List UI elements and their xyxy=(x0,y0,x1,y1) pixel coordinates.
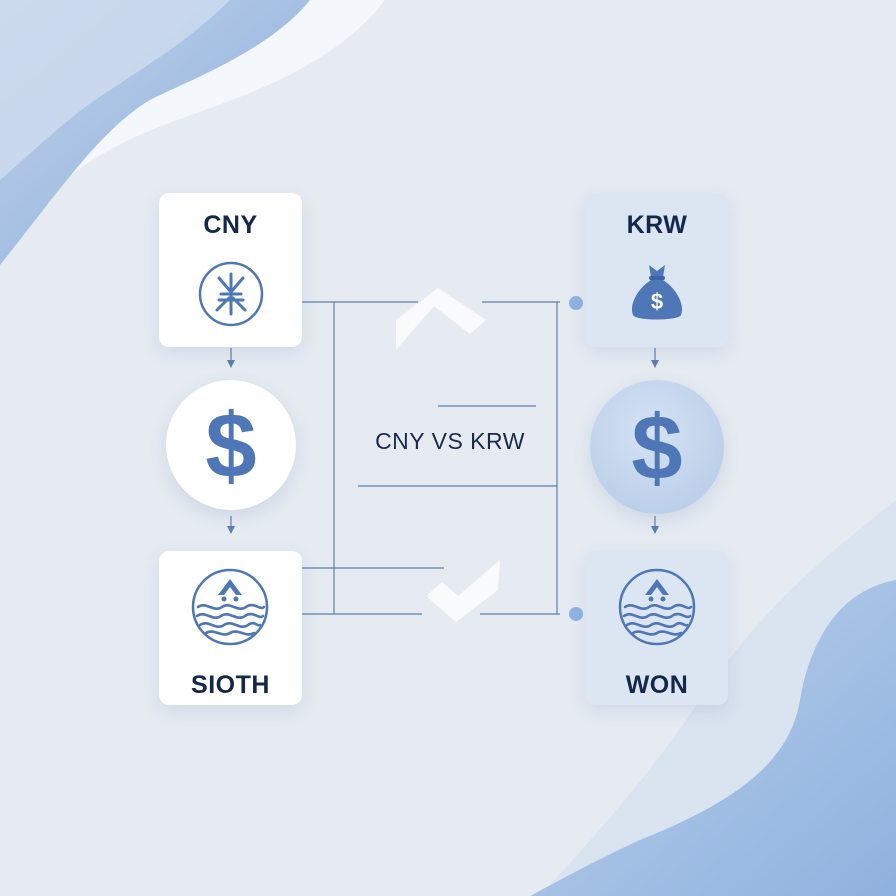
right-arrow-head-1 xyxy=(651,360,659,368)
right-dollar-coin: $ xyxy=(590,380,724,514)
wave-emblem-icon xyxy=(191,568,269,646)
left-bottom-label: SIOTH xyxy=(191,671,270,699)
left-bottom-card: SIOTH xyxy=(159,551,302,705)
right-dollar-symbol: $ xyxy=(631,397,683,499)
wave-emblem-icon xyxy=(618,568,696,646)
top-left-wave-highlight xyxy=(0,0,230,180)
decorative-chevron-top xyxy=(396,288,486,350)
left-dollar-symbol: $ xyxy=(205,395,257,497)
left-arrow-head-2 xyxy=(227,526,235,534)
connector-dot-top xyxy=(569,296,583,310)
right-bottom-card: WON xyxy=(586,551,728,705)
krw-card: KRW $ xyxy=(586,193,728,347)
center-title: CNY VS KRW xyxy=(375,428,525,454)
right-bottom-label: WON xyxy=(625,671,689,699)
cny-label: CNY xyxy=(203,211,258,239)
yuan-symbol-icon xyxy=(198,261,264,327)
money-bag-icon: $ xyxy=(631,265,683,320)
krw-label: KRW xyxy=(626,211,688,239)
connector-dot-bottom xyxy=(569,607,583,621)
right-arrow-head-2 xyxy=(651,526,659,534)
cny-card: CNY xyxy=(159,193,302,347)
decorative-chevron-bottom xyxy=(426,560,500,622)
left-arrow-head-1 xyxy=(227,360,235,368)
svg-text:$: $ xyxy=(651,289,663,314)
bottom-right-wave xyxy=(530,580,896,896)
left-dollar-coin: $ xyxy=(166,380,296,510)
